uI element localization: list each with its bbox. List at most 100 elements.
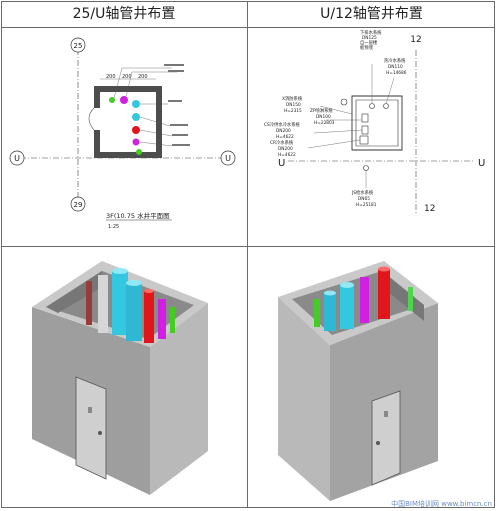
pipe-top [324, 290, 336, 296]
grid-label-bottom: 12 [424, 204, 435, 214]
leader-lines [307, 64, 395, 188]
grid-label-left: U [278, 158, 285, 169]
plan-caption: 3F(10.75 水井平面图 [106, 211, 170, 220]
svg-text:板预埋: 板预埋 [360, 44, 374, 51]
pipe-cyan [132, 113, 140, 121]
shaft-outline [351, 95, 403, 151]
svg-text:H=25181: H=25181 [356, 202, 377, 208]
left-plan-drawing: 25 29 U U 200 200 200 3F(10.75 水井平面图 [9, 37, 236, 230]
svg-text:DN200: DN200 [276, 128, 291, 134]
label-top: 下排水系统 DN125 自一层楼 板预埋 [360, 29, 382, 51]
pipe-magenta [158, 299, 166, 339]
label-sprinkler: ZP喷淋系统 DN100 H=22803 [310, 107, 335, 126]
pipe-top [378, 266, 390, 272]
svg-text:DN200: DN200 [278, 146, 293, 152]
pipe-cyan [132, 100, 140, 108]
svg-text:U: U [14, 154, 20, 163]
access-door [75, 376, 107, 480]
svg-text:热冷水系统: 热冷水系统 [384, 57, 406, 64]
pipe-magenta [360, 277, 369, 323]
shaft-wall [94, 86, 162, 158]
svg-text:自一层楼: 自一层楼 [360, 39, 378, 46]
shaft-right-face [150, 303, 208, 495]
pipe-magenta [120, 96, 128, 104]
svg-text:25: 25 [74, 42, 83, 50]
label-hot-water: 热冷水系统 DN110 H=14686 [384, 57, 407, 76]
pipe-symbols [340, 98, 389, 171]
dimension-text: 200 [106, 74, 116, 80]
shaft-inner-outline [355, 99, 399, 147]
pipe-brown [86, 281, 92, 325]
grid-label-right: U [478, 158, 485, 169]
row-divider [1, 246, 495, 247]
svg-text:DN65: DN65 [358, 196, 370, 202]
svg-text:H=2315: H=2315 [284, 108, 302, 114]
label-fire-system: X消防系统 DN150 H=2315 [282, 95, 303, 114]
pipe-cyan [112, 271, 128, 335]
door-handle [376, 441, 380, 445]
pipe-grey [98, 275, 108, 333]
door-handle [98, 431, 102, 435]
plan-scale: 1:25 [108, 224, 119, 230]
label-cs-system: CS冷供水冷水系统 DN200 H=4622 [264, 121, 301, 140]
svg-text:CS冷供水冷水系统: CS冷供水冷水系统 [264, 121, 301, 128]
svg-text:JS给水系统: JS给水系统 [351, 189, 374, 196]
pipe-magenta [132, 138, 140, 146]
left-panel-title: 25/U轴管井布置 [72, 6, 176, 22]
svg-text:DN110: DN110 [388, 64, 403, 70]
right-plan-drawing: 12 12 U U 下排水系统 DN125 自一层楼 板预埋 热冷水系统 DN1… [264, 29, 485, 214]
pipe-top [112, 268, 128, 274]
label-cr-system: CR冷水系统 DN200 H=4622 [270, 139, 296, 158]
dimension-text: 200 [122, 74, 132, 80]
pipe-top [144, 289, 154, 293]
dimension-text: 200 [138, 74, 148, 80]
leader-note-marks [164, 64, 190, 146]
svg-text:H=22803: H=22803 [314, 120, 335, 126]
watermark: 中国BIM培训网 www.bimcn.cn [391, 500, 492, 508]
svg-text:H=4622: H=4622 [276, 134, 294, 140]
svg-text:U: U [225, 154, 231, 163]
column-divider [247, 1, 248, 508]
pipe-green [408, 287, 413, 311]
svg-text:ZP喷淋系统: ZP喷淋系统 [310, 107, 333, 114]
shaft-left-face [278, 297, 330, 501]
left-3d-shaft-model [32, 261, 208, 495]
pipe-red [378, 269, 390, 319]
svg-text:29: 29 [74, 201, 83, 209]
grid-bubble-right: U [220, 150, 236, 166]
label-water-supply: JS给水系统 DN65 H=25181 [351, 189, 377, 208]
grid-bubble-bottom: 29 [70, 196, 86, 212]
pipe-cyan [126, 283, 142, 341]
grid-bubble-left: U [9, 150, 25, 166]
pipe-green [170, 307, 175, 333]
pipe-red [144, 291, 154, 343]
pipe-green [136, 149, 142, 155]
svg-text:H=14686: H=14686 [386, 70, 407, 76]
pipes [86, 268, 175, 343]
pipe-green [109, 97, 115, 103]
pipe-top [126, 280, 142, 286]
pipes [314, 266, 413, 331]
svg-text:H=4622: H=4622 [278, 152, 296, 158]
pipe-red [132, 126, 140, 134]
shaft-inner-wall [382, 271, 424, 321]
pipe-cyan [324, 293, 336, 331]
title-divider [1, 27, 495, 28]
svg-text:DN100: DN100 [316, 114, 331, 120]
pipe-cyan [340, 285, 354, 329]
svg-text:DN150: DN150 [286, 102, 301, 108]
grid-label-top: 12 [410, 35, 421, 45]
pipe-green [314, 299, 320, 327]
svg-text:下排水系统: 下排水系统 [360, 29, 382, 36]
right-3d-shaft-model [278, 261, 438, 501]
right-panel-title: U/12轴管井布置 [320, 6, 423, 22]
pipe-top [340, 282, 354, 288]
svg-text:DN125: DN125 [362, 35, 377, 41]
svg-text:CR冷水系统: CR冷水系统 [270, 139, 294, 146]
door-sign [88, 407, 92, 413]
svg-text:X消防系统: X消防系统 [282, 95, 303, 102]
door-swing [88, 107, 95, 131]
door-sign [384, 411, 388, 417]
access-door [371, 390, 401, 486]
